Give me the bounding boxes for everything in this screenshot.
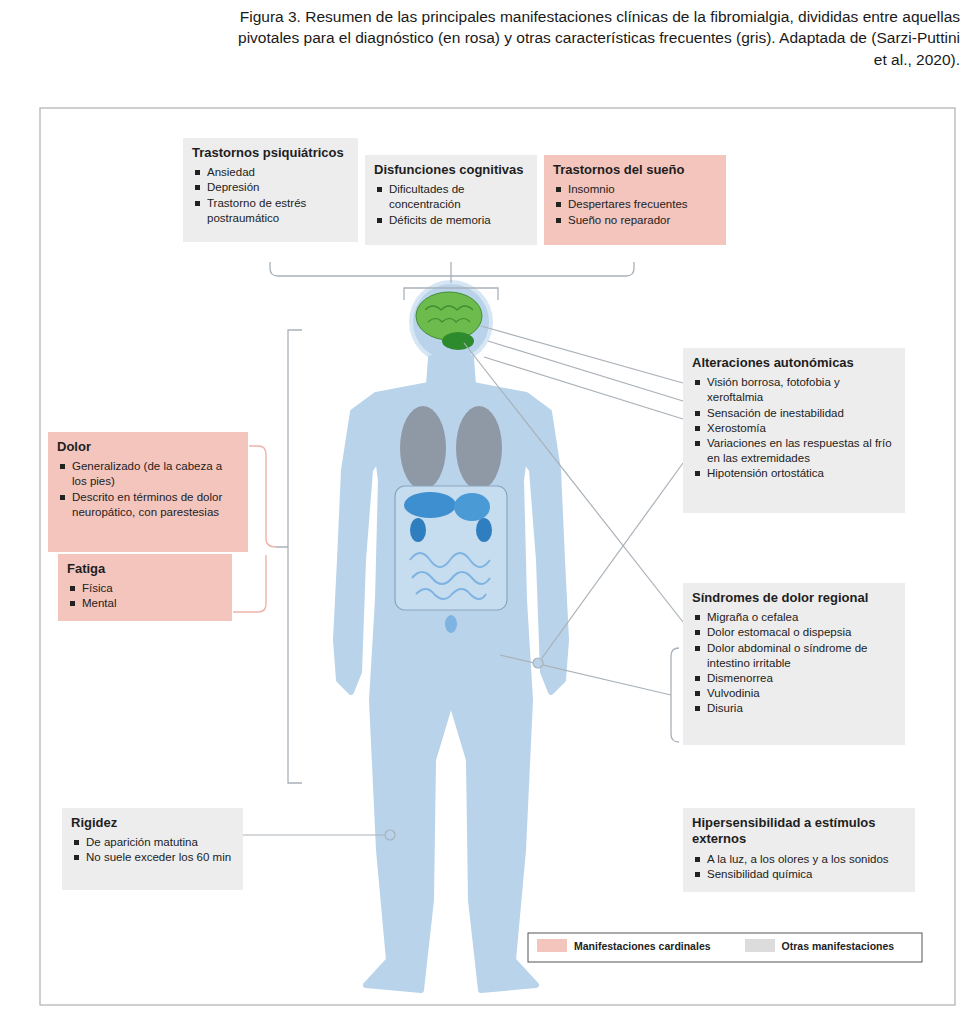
- abdomen-panel: [395, 486, 507, 610]
- left-bracket: [276, 330, 302, 783]
- box-heading: Rigidez: [71, 815, 235, 831]
- bullet-item: Dolor estomacal o dispepsia: [692, 625, 897, 640]
- bullet-item: Depresión: [192, 180, 350, 195]
- regional-bracket: [671, 648, 679, 742]
- legend-item: Manifestaciones cardinales: [537, 939, 711, 952]
- bullet-item: Xerostomía: [692, 421, 897, 436]
- knee-marker: [385, 830, 395, 840]
- bullet-item: Dolor abdominal o síndrome de intestino …: [692, 641, 897, 671]
- legend-item: Otras manifestaciones: [745, 939, 895, 952]
- figure-caption: Figura 3. Resumen de las principales man…: [225, 6, 960, 70]
- legend-frame: [528, 933, 922, 962]
- bullet-item: Descrito en términos de dolor neuropátic…: [57, 490, 240, 520]
- brain-folds: [425, 306, 473, 322]
- bullet-item: Despertares frecuentes: [553, 197, 718, 212]
- bullet-item: Sensación de inestabilidad: [692, 406, 897, 421]
- box-heading: Disfunciones cognitivas: [374, 162, 529, 178]
- manifestation-box: Síndromes de dolor regionalMigraña o cef…: [683, 583, 905, 745]
- manifestation-box: Rigidez De aparición matutinaNo suele exc…: [62, 808, 243, 890]
- box-heading: Alteraciones autonómicas: [692, 355, 897, 371]
- manifestation-box: DolorGeneralizado (de la cabeza a los pi…: [48, 432, 248, 552]
- manifestation-box: Trastornos psiquiátricosAnsiedadDepresió…: [183, 138, 358, 242]
- bullet-item: Dificultades de concentración: [374, 182, 529, 212]
- legend-label: Manifestaciones cardinales: [574, 940, 711, 952]
- bullet-item: De aparición matutina: [71, 835, 235, 850]
- bullet-item: Sueño no reparador: [553, 213, 718, 228]
- box-heading: Trastornos del sueño: [553, 162, 718, 178]
- manifestation-box: FatigaFísicaMental: [58, 554, 232, 621]
- head: [413, 284, 489, 360]
- box-heading: Hipersensibilidad a estímulos externos: [692, 815, 907, 848]
- left-kidney: [410, 518, 426, 542]
- liver: [404, 492, 456, 518]
- leader-abdomen: [500, 655, 671, 695]
- bullet-item: A la luz, a los olores y a los sonidos: [692, 852, 907, 867]
- bullet-item: Generalizado (de la cabeza a los pies): [57, 459, 240, 489]
- legend-swatch: [745, 939, 775, 952]
- right-kidney: [476, 518, 492, 542]
- leader-hand: [542, 463, 683, 658]
- cerebrum: [416, 292, 482, 340]
- bullet-item: Disuria: [692, 701, 897, 716]
- bullet-item: Sensibilidad química: [692, 867, 907, 882]
- box-heading: Trastornos psiquiátricos: [192, 145, 350, 161]
- bullet-item: Déficits de memoria: [374, 213, 529, 228]
- organs: [395, 406, 507, 633]
- manifestation-box: Alteraciones autonómicasVisión borrosa, …: [683, 348, 905, 513]
- bullet-item: Vulvodinia: [692, 686, 897, 701]
- manifestation-box: Trastornos del sueñoInsomnioDespertares …: [544, 155, 726, 245]
- bullet-item: Visión borrosa, fotofobia y xeroftalmia: [692, 375, 897, 405]
- bullet-item: No suele exceder los 60 min: [71, 850, 235, 865]
- top-bracket: [404, 288, 498, 300]
- bullet-item: Ansiedad: [192, 165, 350, 180]
- body: [336, 358, 566, 990]
- top-join-line: [270, 262, 634, 283]
- leader-head: [464, 343, 683, 622]
- legend: Manifestaciones cardinales Otras manifest…: [537, 939, 894, 952]
- hand-marker: [533, 658, 543, 668]
- legend-label: Otras manifestaciones: [782, 940, 895, 952]
- stomach: [454, 493, 490, 521]
- bullet-item: Mental: [67, 596, 224, 611]
- bullet-item: Dismenorrea: [692, 671, 897, 686]
- body-silhouette: [336, 280, 566, 990]
- bullet-item: Hipotensión ortostática: [692, 466, 897, 481]
- figure-frame: [40, 108, 955, 1005]
- bullet-item: Insomnio: [553, 182, 718, 197]
- leader-ear: [488, 341, 683, 401]
- leader-knee: [243, 834, 384, 835]
- manifestation-box: Disfunciones cognitivasDificultades de c…: [365, 155, 537, 245]
- legend-swatch: [537, 939, 567, 952]
- brackets: [270, 262, 679, 783]
- leader-eye: [481, 326, 683, 383]
- intestines: [410, 553, 490, 599]
- left-lung: [400, 406, 446, 490]
- brain: [416, 292, 482, 350]
- bullet-item: Migraña o cefalea: [692, 610, 897, 625]
- box-heading: Dolor: [57, 439, 240, 455]
- box-heading: Síndromes de dolor regional: [692, 590, 897, 606]
- leader-lines: [243, 326, 683, 835]
- cerebellum: [442, 332, 474, 350]
- bladder: [445, 615, 457, 633]
- box-heading: Fatiga: [67, 561, 224, 577]
- head-halo: [409, 280, 493, 364]
- bullet-item: Trastorno de estrés postraumático: [192, 196, 350, 226]
- right-lung: [456, 406, 502, 490]
- manifestation-box: Hipersensibilidad a estímulos externos A …: [683, 808, 915, 892]
- leader-mouth: [484, 357, 683, 419]
- bullet-item: Física: [67, 581, 224, 596]
- bullet-item: Variaciones en las respuestas al frío en…: [692, 436, 897, 466]
